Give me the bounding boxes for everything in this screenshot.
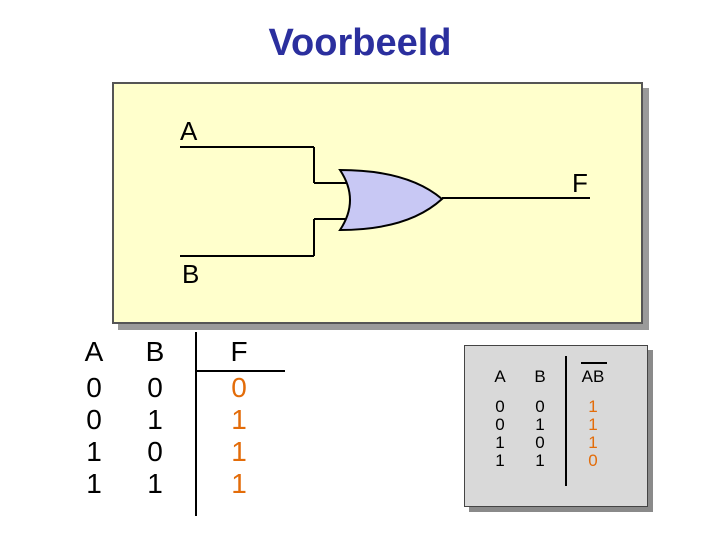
truth-cell: 1 xyxy=(86,468,102,499)
small-cell-output: 1 xyxy=(588,433,598,452)
small-cell: 1 xyxy=(495,433,505,452)
truth-cell: 1 xyxy=(86,436,102,467)
small-header-b: B xyxy=(534,367,546,386)
truth-cell: 1 xyxy=(147,404,163,435)
small-cell: 0 xyxy=(535,397,545,416)
small-cell: 0 xyxy=(495,415,505,434)
truth-cell-output: 1 xyxy=(231,468,247,499)
small-truth-table-panel xyxy=(464,345,648,507)
gate-label-f: F xyxy=(572,168,588,198)
small-cell: 1 xyxy=(535,451,545,470)
small-header-a: A xyxy=(494,367,506,386)
truth-cell: 0 xyxy=(86,372,102,403)
small-column-ab: AB 1 1 1 0 xyxy=(578,368,608,470)
truth-cell: 0 xyxy=(147,436,163,467)
small-cell-output: 1 xyxy=(588,415,598,434)
truth-column-f: F 0 1 1 1 xyxy=(222,336,256,500)
truth-cell: 0 xyxy=(147,372,163,403)
truth-column-a: A 0 0 1 1 xyxy=(78,336,110,500)
truth-cell-output: 1 xyxy=(231,436,247,467)
small-cell: 1 xyxy=(495,451,505,470)
small-column-b: B 0 1 0 1 xyxy=(530,368,550,470)
truth-cell-output: 0 xyxy=(231,372,247,403)
or-gate-symbol xyxy=(338,168,444,232)
small-header-ab: AB xyxy=(581,367,605,386)
small-table-divider xyxy=(565,356,567,486)
gate-label-b: B xyxy=(182,259,200,289)
small-cell: 0 xyxy=(495,397,505,416)
truth-table-divider-vertical xyxy=(195,332,197,516)
truth-column-b: B 0 1 0 1 xyxy=(138,336,172,500)
gate-label-a: A xyxy=(180,116,198,146)
small-header-overbar xyxy=(581,362,607,364)
small-cell-output: 1 xyxy=(588,397,598,416)
small-cell-output: 0 xyxy=(588,451,598,470)
truth-table-divider-horizontal xyxy=(195,370,285,372)
truth-cell: 0 xyxy=(86,404,102,435)
page-title: Voorbeeld xyxy=(268,22,452,64)
truth-header-b: B xyxy=(145,336,165,367)
small-cell: 0 xyxy=(535,433,545,452)
truth-cell: 1 xyxy=(147,468,163,499)
truth-header-a: A xyxy=(84,336,104,367)
truth-header-f: F xyxy=(230,336,248,367)
small-cell: 1 xyxy=(535,415,545,434)
small-column-a: A 0 0 1 1 xyxy=(490,368,510,470)
truth-cell-output: 1 xyxy=(231,404,247,435)
